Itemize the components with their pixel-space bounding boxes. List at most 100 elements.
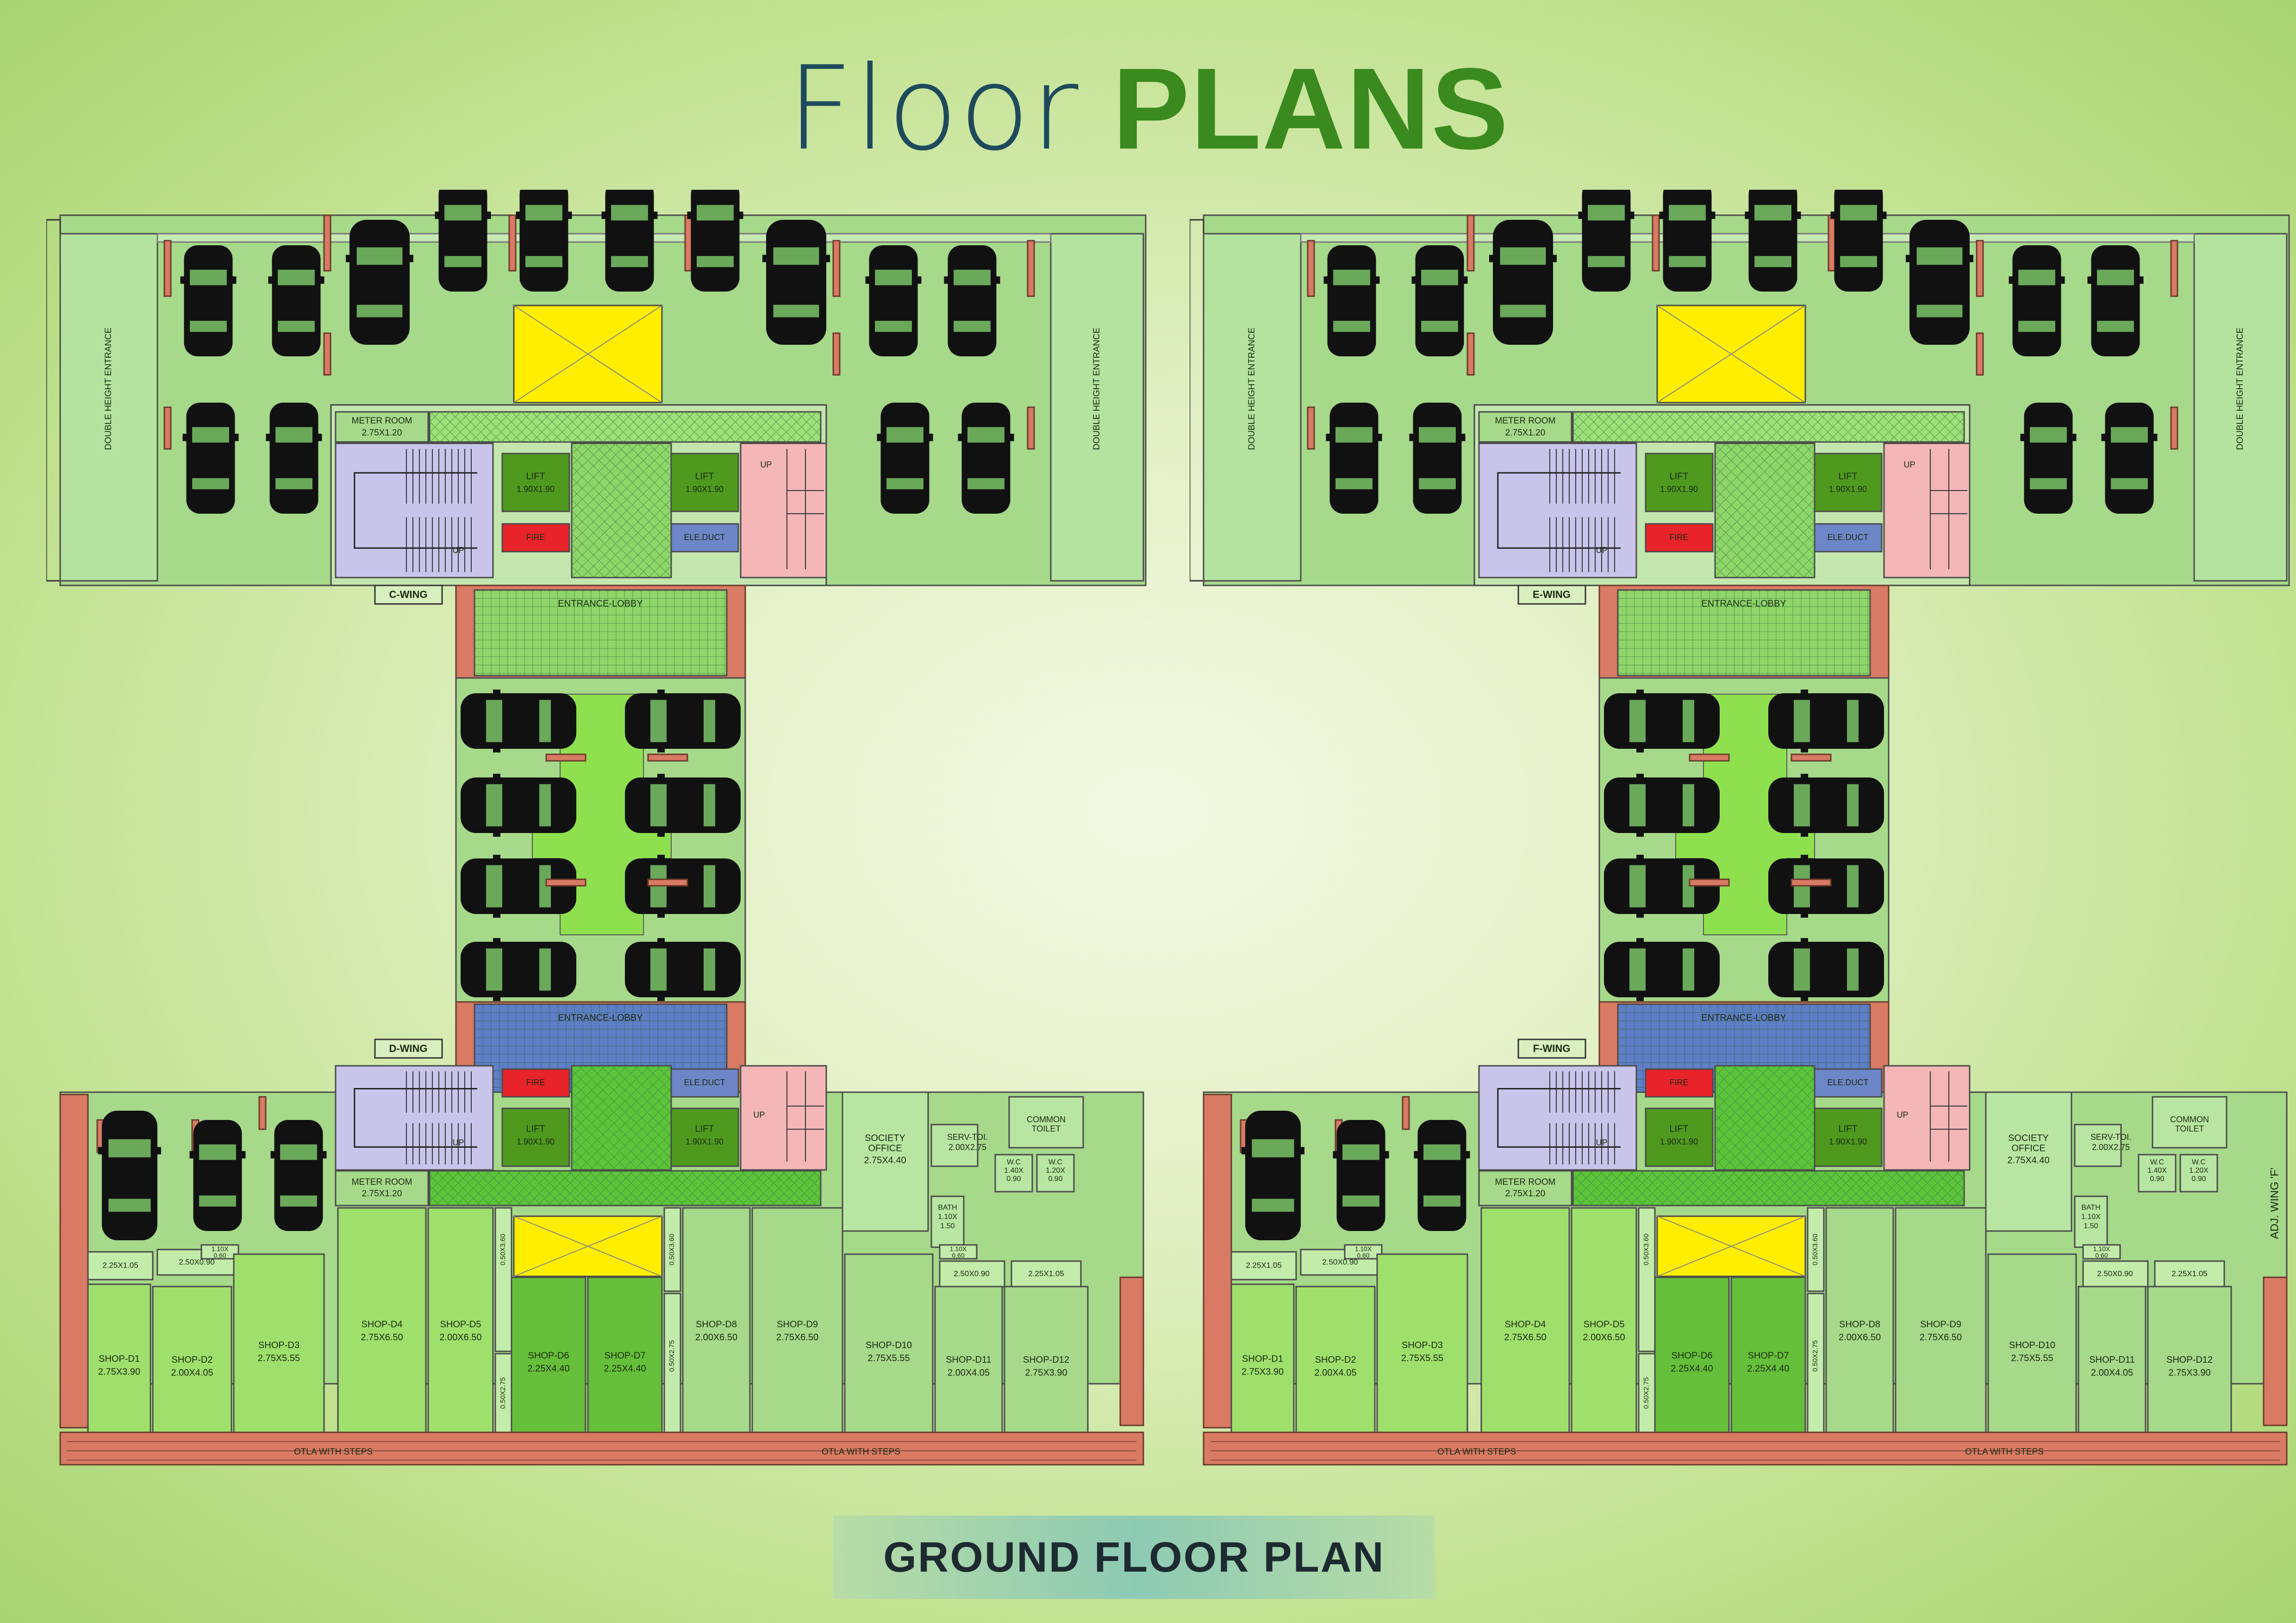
wc-size: 0.90	[2191, 1175, 2206, 1183]
stair-up-label: UP	[1596, 1138, 1607, 1147]
car-body	[869, 245, 918, 356]
tile-base	[474, 589, 728, 677]
title-bold: PLANS	[1112, 44, 1510, 173]
shop-size: 2.75X5.55	[2011, 1353, 2053, 1363]
car-window	[2097, 321, 2134, 332]
small-room-size: 2.25X1.05	[1246, 1261, 1282, 1269]
small-room	[1638, 1353, 1656, 1433]
car-window	[1335, 427, 1373, 443]
car-window	[704, 784, 715, 827]
car-window	[275, 427, 312, 443]
small-room-size: 2.50X0.90	[954, 1269, 990, 1278]
small-room-size: 0.60	[2095, 1252, 2108, 1259]
shop-name: SHOP-D1	[1242, 1354, 1283, 1364]
parking-car-icon	[2101, 403, 2158, 514]
car-mirror	[182, 434, 187, 442]
ground-floor-label: GROUND FLOOR PLAN	[883, 1533, 1385, 1581]
parking-car-icon	[1411, 245, 1468, 356]
wing-tag	[374, 585, 443, 605]
car-window	[199, 1195, 236, 1207]
car-window	[1588, 205, 1625, 221]
stair-up-label: UP	[1903, 460, 1915, 469]
car-mirror	[657, 996, 665, 1001]
lift-label: LIFT	[695, 1124, 714, 1134]
car-mirror	[657, 690, 665, 694]
car-body	[625, 693, 741, 749]
wall-stub	[1791, 878, 1832, 887]
car-body	[272, 245, 321, 356]
ele-duct	[670, 523, 739, 553]
car-mirror	[653, 211, 658, 219]
serv-toilet-size: 2.00X2.75	[2092, 1143, 2130, 1152]
upper-top-strip	[1300, 233, 2195, 243]
tile-base	[1617, 589, 1871, 677]
title-light: Floor	[786, 41, 1079, 176]
parking-car-icon	[2020, 403, 2077, 514]
otla-steps	[1203, 1431, 2288, 1466]
society-office	[1985, 1091, 2072, 1232]
shop-size: 2.00X6.50	[695, 1332, 737, 1343]
parking-car-icon	[1326, 403, 1382, 514]
stair-up-label: UP	[760, 460, 772, 469]
ele-duct-label: ELE.DUCT	[1827, 533, 1868, 542]
car-window	[1669, 256, 1706, 267]
parking-car-icon	[1659, 190, 1716, 292]
car-mirror	[317, 434, 322, 442]
car-mirror	[493, 832, 500, 837]
small-room-size: 2.25X1.05	[1028, 1269, 1064, 1278]
shop-name: SHOP-D6	[1672, 1351, 1713, 1361]
shop-size: 2.00X6.50	[1583, 1332, 1625, 1343]
car-mirror	[601, 211, 606, 219]
wall-stub	[647, 753, 688, 762]
car-mirror	[435, 211, 440, 219]
car-window	[954, 321, 991, 332]
parking-car-icon	[601, 190, 658, 292]
car-body	[269, 403, 318, 514]
stair-base	[335, 442, 494, 578]
stair-treads	[1549, 1071, 1615, 1164]
entrance-lobby-label: ENTRANCE-LOBBY	[558, 598, 643, 609]
shop-unit	[1004, 1286, 1089, 1433]
car-mirror	[1906, 255, 1910, 262]
car-window	[704, 948, 715, 991]
car-window	[875, 321, 912, 332]
parking-car-icon	[182, 403, 239, 514]
small-room	[1344, 1244, 1383, 1260]
small-room-size: 1.10X	[212, 1245, 229, 1253]
car-body	[1417, 1120, 1466, 1231]
shop-size: 2.00X4.05	[1314, 1368, 1356, 1378]
wall-stub	[1402, 1096, 1410, 1130]
society-office-size: 2.75X4.40	[864, 1155, 906, 1165]
society-office-label: SOCIETY	[865, 1133, 905, 1143]
car-window	[356, 305, 403, 317]
small-room-size: 2.25X1.05	[2171, 1269, 2208, 1278]
car-mirror	[944, 276, 949, 284]
parking-car-icon	[1414, 1120, 1470, 1231]
stair-treads	[406, 1071, 472, 1164]
car-mirror	[1801, 774, 1808, 778]
stair-up-label: UP	[452, 546, 464, 555]
bath-size: 1.50	[940, 1222, 955, 1230]
parking-car-icon	[1830, 190, 1887, 292]
shop-name: SHOP-D5	[1584, 1319, 1625, 1330]
stair-arrow	[1497, 1088, 1621, 1148]
parking-car-icon	[687, 190, 743, 292]
parking-car-icon	[1489, 220, 1557, 345]
left-wall	[59, 1094, 89, 1429]
shop-unit	[682, 1207, 751, 1433]
lift-car	[1814, 1107, 1883, 1167]
car-window	[356, 247, 403, 265]
wc-label: W.C	[1007, 1158, 1021, 1166]
double-height-entrance-left	[59, 233, 158, 582]
car-window	[1500, 247, 1546, 265]
parking-car-icon	[1242, 1111, 1304, 1240]
lift-size: 1.90X1.90	[517, 1137, 555, 1146]
stair-lines	[1930, 449, 1967, 569]
staircase-left	[335, 1065, 494, 1171]
wall-stub	[1976, 240, 1984, 297]
car-mirror	[1710, 211, 1716, 219]
parking-car-icon	[1768, 774, 1884, 837]
stair-lines	[786, 449, 824, 569]
wc-a	[994, 1154, 1033, 1193]
shop-size: 2.75X5.55	[1401, 1353, 1443, 1363]
